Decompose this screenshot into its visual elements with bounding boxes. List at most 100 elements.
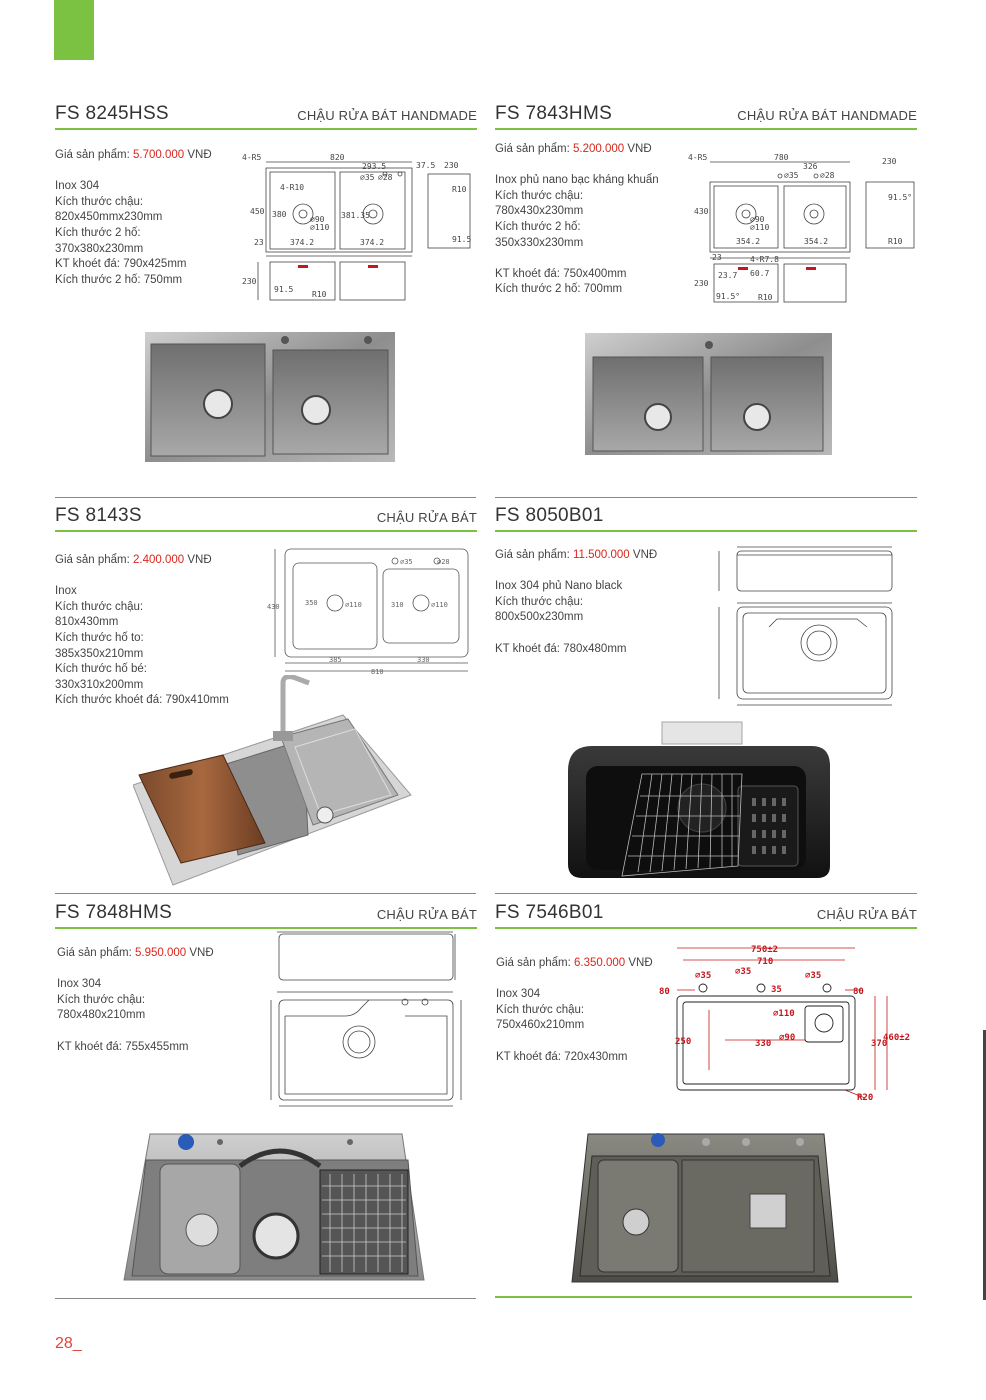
dim-label: 370 bbox=[871, 1039, 887, 1049]
dim-label: ⌀28 bbox=[437, 558, 450, 566]
spec-line: KT khoét đá: 720x430mm bbox=[496, 1050, 628, 1063]
currency: VNĐ bbox=[628, 957, 653, 969]
dim-label: 4-R7.8 bbox=[750, 255, 779, 264]
header-divider bbox=[55, 128, 477, 130]
technical-drawing-fs7546b01: 750±2 710 ⌀35 ⌀35 ⌀35 80 35 80 ⌀110 ⌀90 … bbox=[659, 945, 910, 1103]
dim-label: 23 bbox=[254, 238, 264, 247]
spec-line: 350x330x230mm bbox=[495, 236, 584, 249]
dim-label: 430 bbox=[267, 603, 280, 611]
product-photo-fs8143s bbox=[133, 675, 412, 886]
dim-label: ⌀28 bbox=[820, 171, 835, 180]
dim-label: 91.5 bbox=[452, 235, 471, 244]
price-label: Giá sản phẩm: bbox=[495, 549, 570, 561]
dim-label: ⌀28 bbox=[378, 173, 393, 182]
spec-line: Inox 304 bbox=[55, 180, 100, 193]
currency: VNĐ bbox=[187, 554, 212, 566]
currency: VNĐ bbox=[187, 149, 212, 161]
dim-label: ⌀110 bbox=[310, 223, 329, 232]
product-code: FS 7848HMS bbox=[55, 902, 173, 923]
dim-label: 91.5° bbox=[716, 292, 740, 301]
dim-label: 430 bbox=[694, 207, 709, 216]
product-photo-fs7848hms bbox=[123, 1133, 425, 1281]
dim-label: 310 bbox=[391, 601, 404, 609]
spec-line: Kích thước hố to: bbox=[55, 631, 144, 644]
price-value: 5.950.000 bbox=[135, 947, 187, 959]
currency: VNĐ bbox=[632, 549, 658, 561]
spec-line: Inox 304 phủ Nano black bbox=[495, 580, 623, 593]
dim-label: 326 bbox=[803, 162, 818, 171]
product-info: Giá sản phẩm: 11.500.000 VNĐ Inox 304 ph… bbox=[495, 548, 695, 657]
dim-label: 80 bbox=[659, 987, 670, 997]
price-row: Giá sản phẩm: 5.200.000 VNĐ bbox=[495, 142, 695, 158]
product-info: Giá sản phẩm: 5.700.000 VNĐ Inox 304 Kíc… bbox=[55, 148, 255, 288]
dim-label: 60.7 bbox=[750, 269, 769, 278]
dim-label: 230 bbox=[882, 157, 897, 166]
dim-label: 374.2 bbox=[290, 238, 314, 247]
price-label: Giá sản phẩm: bbox=[496, 957, 571, 969]
spec-line: 385x350x210mm bbox=[55, 647, 144, 660]
spec-line: Kích thước chậu: bbox=[496, 1003, 585, 1016]
header-divider bbox=[55, 530, 477, 532]
product-info: Giá sản phẩm: 6.350.000 VNĐ Inox 304 Kíc… bbox=[496, 956, 696, 1065]
technical-drawing-fs7843hms: 780 326 230 4-R5 ⌀35 ⌀28 430 ⌀90 ⌀110 35… bbox=[688, 153, 915, 303]
spec-line bbox=[495, 626, 695, 642]
page-edge-bar bbox=[983, 1030, 986, 1300]
spec-line: KT khoét đá: 755x455mm bbox=[57, 1040, 189, 1053]
price-value: 11.500.000 bbox=[573, 549, 630, 561]
price-value: 5.700.000 bbox=[133, 149, 185, 161]
product-header: FS 8143S CHẬU RỬA BÁT bbox=[55, 503, 477, 527]
page-number: 28_ bbox=[55, 1335, 82, 1352]
product-fs7843hms: FS 7843HMS CHẬU RỬA BÁT HANDMADE bbox=[495, 101, 917, 130]
section-divider bbox=[55, 497, 476, 498]
currency: VNĐ bbox=[189, 947, 214, 959]
product-code: FS 7843HMS bbox=[495, 103, 613, 124]
spec-line: 780x480x210mm bbox=[57, 1009, 146, 1022]
dim-label: 91.5 bbox=[274, 285, 293, 294]
price-value: 5.200.000 bbox=[573, 143, 625, 155]
dim-label: 230 bbox=[242, 277, 257, 286]
dim-label: 450 bbox=[250, 207, 265, 216]
dim-label: 820 bbox=[330, 153, 345, 162]
spec-line: Kích thước chậu: bbox=[55, 195, 144, 208]
spec-line bbox=[57, 1024, 257, 1040]
dim-label: ⌀35 bbox=[805, 971, 821, 981]
dim-label: 230 bbox=[694, 279, 709, 288]
price-value: 6.350.000 bbox=[574, 957, 626, 969]
header-divider bbox=[495, 927, 917, 929]
dim-label: 230 bbox=[444, 161, 459, 170]
product-header: FS 7848HMS CHẬU RỬA BÁT bbox=[55, 900, 477, 924]
spec-line: Kích thước chậu: bbox=[495, 595, 584, 608]
corner-accent-tab bbox=[54, 0, 94, 60]
technical-drawing-fs8245hss: 820 293.5 37.5 230 4-R5 ⌀35 ⌀28 4-R10 45… bbox=[242, 153, 471, 301]
spec-line: Inox phủ nano bạc kháng khuẩn bbox=[495, 174, 659, 187]
spec-line: Kích thước 2 hố: 750mm bbox=[55, 273, 183, 286]
dim-label: 250 bbox=[675, 1037, 691, 1047]
product-code: FS 8050B01 bbox=[495, 505, 604, 526]
spec-line: Kích thước khoét đá: 790x410mm bbox=[55, 694, 229, 707]
spec-line: Inox bbox=[55, 585, 77, 598]
product-photo-fs7546b01 bbox=[571, 1133, 839, 1283]
product-info: Giá sản phẩm: 5.200.000 VNĐ Inox phủ nan… bbox=[495, 142, 695, 298]
header-divider bbox=[55, 927, 477, 929]
dim-label: ⌀35 bbox=[784, 171, 799, 180]
dim-label: 293.5 bbox=[362, 162, 386, 171]
dim-label: 381.35 bbox=[341, 211, 370, 220]
dim-label: 4-R5 bbox=[242, 153, 261, 162]
price-row: Giá sản phẩm: 6.350.000 VNĐ bbox=[496, 956, 696, 972]
product-header: FS 7546B01 CHẬU RỬA BÁT bbox=[495, 900, 917, 924]
product-fs7848hms: FS 7848HMS CHẬU RỬA BÁT bbox=[55, 900, 477, 929]
dim-label: R10 bbox=[888, 237, 903, 246]
product-fs8245hss: FS 8245HSS CHẬU RỬA BÁT HANDMADE bbox=[55, 101, 477, 130]
dim-label: 380 bbox=[272, 210, 287, 219]
dim-label: R10 bbox=[758, 293, 773, 302]
price-label: Giá sản phẩm: bbox=[55, 149, 130, 161]
section-divider bbox=[55, 893, 476, 894]
dim-label: 354.2 bbox=[736, 237, 760, 246]
dim-label: ⌀110 bbox=[431, 601, 448, 609]
product-header: FS 7843HMS CHẬU RỬA BÁT HANDMADE bbox=[495, 101, 917, 125]
product-header: FS 8050B01 bbox=[495, 503, 917, 527]
dim-label: 350 bbox=[305, 599, 318, 607]
product-photo-fs8050b01 bbox=[568, 721, 830, 878]
technical-drawing-fs7848hms bbox=[270, 931, 462, 1107]
dim-label: ⌀110 bbox=[345, 601, 362, 609]
